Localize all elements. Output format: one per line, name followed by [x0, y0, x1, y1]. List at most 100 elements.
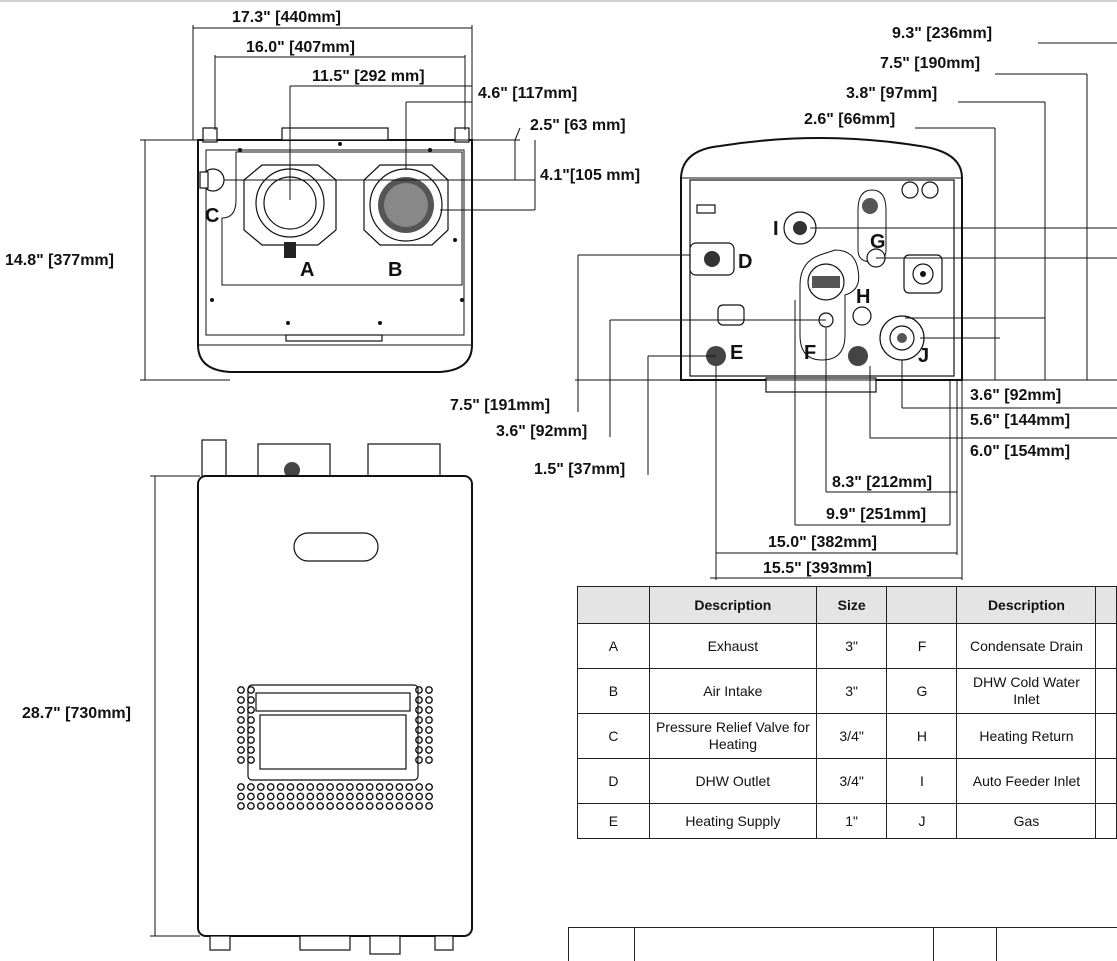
grille-hole — [415, 706, 423, 714]
dim-3-8: 3.8" [97mm] — [846, 85, 937, 102]
cell-id: C — [577, 713, 650, 759]
grille-hole — [296, 792, 305, 801]
cell-overflow — [1095, 758, 1117, 804]
grille-hole — [415, 756, 423, 764]
grille-hole — [237, 792, 245, 801]
grille-hole — [266, 802, 275, 810]
cell-overflow — [1095, 803, 1117, 839]
grille-hole — [375, 783, 384, 791]
grille-hole — [237, 726, 245, 734]
cell-overflow — [1095, 623, 1117, 669]
grille-hole — [405, 802, 414, 810]
cell-id: A — [577, 623, 650, 669]
grille-hole — [326, 783, 334, 791]
grille-hole — [247, 736, 255, 744]
dim-4-6: 4.6" [117mm] — [478, 85, 577, 102]
grille-hole — [415, 746, 423, 754]
cell-description: Exhaust — [648, 623, 817, 669]
dim-3-6-right: 3.6" [92mm] — [970, 387, 1061, 404]
strip-divider — [568, 928, 569, 961]
table-row: C Pressure Relief Valve for Heating 3/4"… — [577, 713, 1117, 759]
table-row: A Exhaust 3" F Condensate Drain — [577, 623, 1117, 669]
dim-9-9: 9.9" [251mm] — [826, 506, 926, 523]
dim-15-0: 15.0" [382mm] — [768, 534, 877, 551]
header-size-1: Size — [815, 586, 888, 624]
grille-hole — [405, 792, 414, 801]
grille-hole — [286, 792, 295, 801]
grille-hole — [246, 792, 255, 801]
cell-id: E — [577, 803, 650, 839]
grille-hole — [266, 792, 275, 801]
grille-hole — [425, 746, 433, 754]
cell-overflow — [1095, 713, 1117, 759]
grille-hole — [237, 783, 245, 791]
grille-hole — [336, 783, 344, 791]
cell-id: J — [886, 803, 958, 839]
grille-hole — [237, 736, 245, 744]
grille-hole — [296, 783, 305, 791]
header-description-2: Description — [956, 586, 1097, 624]
dim-15-5: 15.5" [393mm] — [763, 560, 872, 577]
dim-9-3: 9.3" [236mm] — [892, 25, 992, 42]
strip-divider — [933, 928, 934, 961]
grille-hole — [365, 802, 374, 810]
label-e: E — [730, 342, 743, 364]
grille-hole — [415, 716, 423, 724]
cell-description: DHW Cold Water Inlet — [956, 668, 1097, 714]
dim-8-3: 8.3" [212mm] — [832, 474, 932, 491]
label-c: C — [205, 205, 219, 227]
dim-2-6: 2.6" [66mm] — [804, 111, 895, 128]
grille-hole — [247, 726, 255, 734]
dim-17-3: 17.3" [440mm] — [232, 9, 341, 26]
label-f: F — [804, 342, 816, 364]
dim-14-8: 14.8" [377mm] — [5, 252, 114, 269]
grille-hole — [425, 696, 433, 704]
grille-hole — [375, 802, 384, 810]
cell-id: H — [886, 713, 958, 759]
air-intake-port — [363, 164, 449, 246]
grille-hole — [266, 783, 275, 791]
grille-hole — [276, 802, 285, 810]
grille-hole — [256, 802, 265, 810]
label-b: B — [388, 259, 402, 281]
cell-description: Air Intake — [648, 668, 817, 714]
header-id-1 — [577, 586, 650, 624]
grille-hole — [425, 802, 433, 810]
grille-hole — [247, 686, 255, 694]
table-row: D DHW Outlet 3/4" I Auto Feeder Inlet — [577, 758, 1117, 804]
cell-description: Heating Return — [956, 713, 1097, 759]
grille-hole — [237, 746, 245, 754]
dim-1-5: 1.5" [37mm] — [534, 461, 625, 478]
grille-hole — [425, 686, 433, 694]
grille-hole — [425, 792, 433, 801]
label-i: I — [773, 218, 779, 240]
cell-size: 3/4" — [815, 713, 888, 759]
grille-hole — [395, 792, 404, 801]
grille-hole — [237, 802, 245, 810]
grille-hole — [237, 706, 245, 714]
grille-hole — [385, 783, 394, 791]
cell-description: Gas — [956, 803, 1097, 839]
grille-hole — [237, 696, 245, 704]
grille-hole — [385, 802, 394, 810]
grille-hole — [247, 756, 255, 764]
dim-6-0: 6.0" [154mm] — [970, 443, 1070, 460]
ventilation-grille — [237, 686, 433, 810]
strip-divider — [996, 928, 997, 961]
dim-7-5-left: 7.5" [191mm] — [450, 397, 550, 414]
top-view: 17.3" [440mm] 16.0" [407mm] 11.5" [292 m… — [5, 9, 640, 381]
grille-hole — [415, 726, 423, 734]
dim-2-5: 2.5" [63 mm] — [530, 117, 626, 134]
grille-hole — [345, 802, 354, 810]
grille-hole — [345, 792, 354, 801]
grille-hole — [415, 686, 423, 694]
next-table-edge — [568, 927, 1117, 961]
grille-hole — [425, 706, 433, 714]
grille-hole — [306, 792, 315, 801]
dim-28-7: 28.7" [730mm] — [22, 705, 131, 722]
dim-7-5-top: 7.5" [190mm] — [880, 55, 980, 72]
cell-description: Heating Supply — [648, 803, 817, 839]
grille-hole — [425, 716, 433, 724]
grille-hole — [336, 802, 344, 810]
